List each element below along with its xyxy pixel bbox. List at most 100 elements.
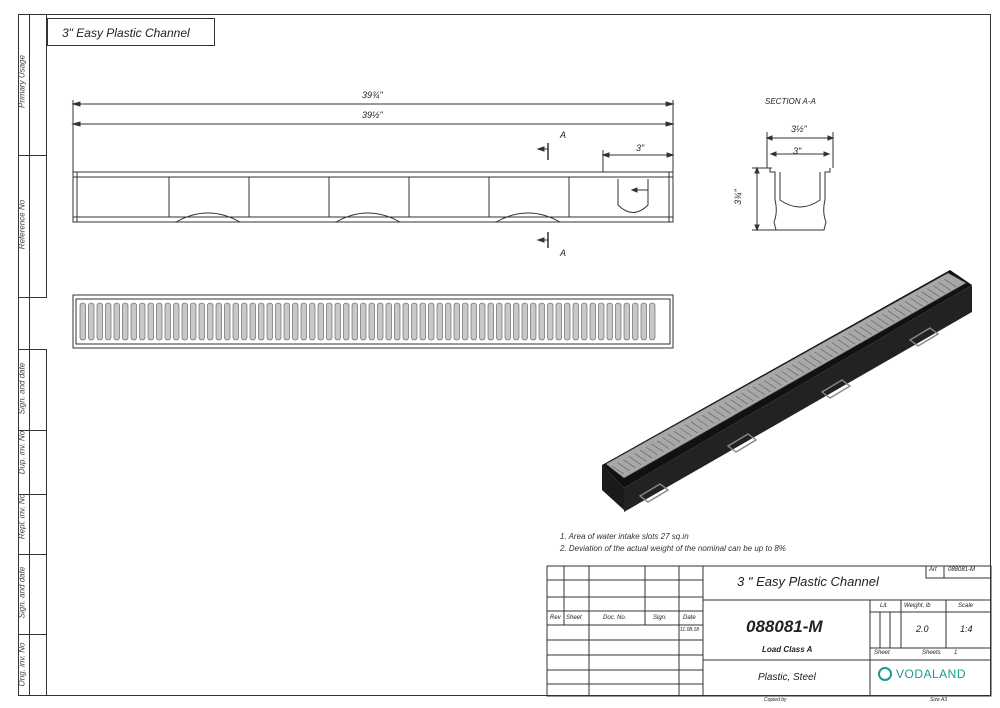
rev-header-sheet: Sheet [566, 615, 582, 621]
iso-grate-slot [645, 446, 658, 456]
date-value: 11.08.18 [680, 627, 700, 633]
grate-slot [241, 302, 248, 341]
iso-grate-slot [679, 427, 692, 437]
iso-grate-slot [775, 373, 788, 383]
iso-grate-slot [927, 288, 940, 297]
grate-slot [173, 302, 180, 341]
grate-slot [317, 302, 324, 341]
iso-grate-slot [634, 453, 647, 462]
iso-grate-slot [718, 405, 732, 415]
company-name: VODALAND [896, 667, 967, 681]
sheets-value: 1 [954, 650, 958, 656]
iso-grate-slot [792, 364, 805, 373]
iso-grate-slot [910, 297, 923, 307]
grate-slot [326, 302, 333, 341]
iso-grate-slot [842, 335, 856, 345]
grate-slot [530, 302, 537, 341]
grate-slot [462, 302, 469, 341]
iso-grate-slot [713, 408, 726, 418]
grate-slot [147, 302, 154, 341]
drawing-frame [18, 14, 991, 696]
iso-grate-slot [639, 449, 653, 459]
load-class: Load Class A [762, 645, 813, 654]
iso-grate-slot [893, 307, 906, 316]
grate-slot [504, 302, 511, 341]
grate-slot [334, 302, 341, 341]
iso-grate-slot [741, 392, 754, 402]
iso-grate-slot [882, 313, 895, 323]
grate-slot [266, 302, 273, 341]
grate-slot [292, 302, 299, 341]
rev-header-doc-no: Doc. No. [603, 615, 627, 621]
rev-header-sign: Sign. [653, 615, 667, 621]
grate-slot [224, 302, 231, 341]
iso-grate-slot [685, 424, 698, 434]
copied-by: Copied by [764, 697, 787, 703]
grate-slot [453, 302, 460, 341]
iso-grate-slot [859, 326, 873, 335]
left-margin-strip [18, 14, 47, 696]
iso-grate-slot [797, 361, 811, 370]
iso-grate-slot [651, 443, 664, 453]
section-width-inner: 3" [793, 146, 802, 156]
iso-grate-slot [938, 282, 951, 291]
grate-slot [283, 302, 290, 341]
iso-grate-slot [916, 294, 929, 304]
size-label: Size A3 [930, 697, 948, 703]
iso-grate-slot [854, 329, 867, 339]
grate-slot [572, 302, 579, 341]
dimension-overall-second: 39½" [362, 110, 383, 120]
iso-grate-slot [724, 402, 737, 411]
iso-grate-slot [617, 462, 630, 472]
weight-value: 2.0 [916, 624, 929, 634]
grate-slot [122, 302, 129, 341]
note-2: 2. Deviation of the actual weight of the… [560, 544, 786, 553]
grate-slot [632, 302, 639, 341]
grate-slot [581, 302, 588, 341]
grate-slot [156, 302, 163, 341]
weight-header: Weight, lb [904, 603, 931, 609]
grate-slot [360, 302, 367, 341]
grate-slot [436, 302, 443, 341]
product-title: 3 " Easy Plastic Channel [737, 574, 879, 589]
iso-grate-slot [752, 386, 766, 396]
grate-slot [623, 302, 630, 341]
grate-slot [640, 302, 647, 341]
iso-grate-slot [769, 377, 782, 386]
grate-slot [419, 302, 426, 341]
grate-slot [547, 302, 554, 341]
lit-header: Lit. [880, 603, 889, 609]
iso-grate-slot [611, 465, 625, 475]
iso-grate-slot [837, 339, 850, 348]
iso-grate-slot [820, 348, 833, 358]
iso-grate-slot [673, 430, 687, 440]
grate-slot [96, 302, 103, 341]
rev-header-rev: Rev [550, 615, 561, 621]
rev-header-date: Date [683, 615, 696, 621]
grate-slot [385, 302, 392, 341]
iso-grate-slot [747, 389, 760, 399]
grate-slot [589, 302, 596, 341]
iso-grate-slot [730, 399, 743, 408]
iso-grate-slot [808, 354, 822, 364]
grate-slot [521, 302, 528, 341]
grate-slot [300, 302, 307, 341]
iso-grate-slot [921, 291, 935, 301]
grate-slot [190, 302, 197, 341]
iso-grate-slot [780, 370, 794, 380]
grate-slot [377, 302, 384, 341]
grate-slot [368, 302, 375, 341]
grate-slot [79, 302, 86, 341]
grate-slot [606, 302, 613, 341]
iso-grate-slot [887, 310, 901, 320]
scale-value: 1:4 [960, 624, 973, 634]
grate-slot [105, 302, 112, 341]
grate-slot [309, 302, 316, 341]
iso-grate-slot [803, 358, 816, 367]
grate-slot [249, 302, 256, 341]
grate-slot [351, 302, 358, 341]
grate-slot [88, 302, 95, 341]
dimension-overall-top: 39¾" [362, 90, 383, 100]
iso-grate-slot [848, 332, 861, 342]
grate-slot [139, 302, 146, 341]
